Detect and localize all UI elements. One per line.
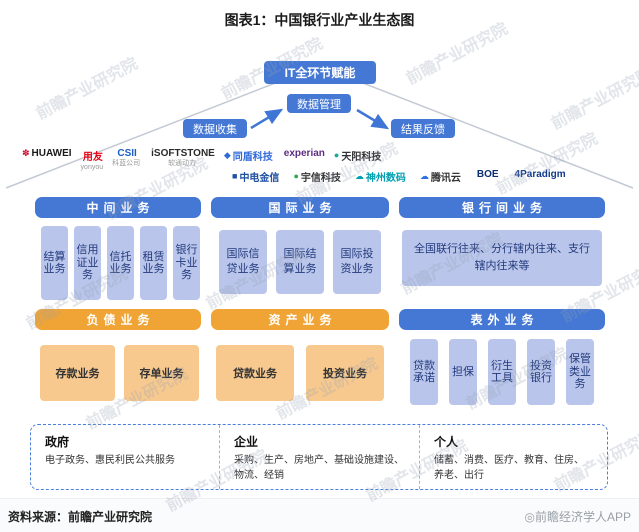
box-loan-commitment: 贷款承诺 <box>410 339 438 405</box>
vendor-label: 同盾科技 <box>232 152 273 163</box>
vendor-logo-digitalchina: ☁神州数码 <box>354 169 406 185</box>
source-note: 资料来源：前瞻产业研究院 <box>8 510 153 524</box>
zhongdianjinxin-icon: ■ <box>232 171 238 181</box>
data-collect-box: 数据收集 <box>183 119 247 138</box>
vendor-logo-huawei: ✽HUAWEI <box>22 148 72 159</box>
tongdun-shield-icon: ◆ <box>223 150 231 160</box>
section-header-liability: 负债业务 <box>35 309 201 330</box>
box-intl-settlement: 国际结算业务 <box>276 230 324 294</box>
data-manage-box: 数据管理 <box>287 94 351 113</box>
box-investment-banking: 投资银行 <box>527 339 555 405</box>
box-certificate-deposit: 存单业务 <box>124 345 199 401</box>
customers-box: 政府 电子政务、惠民利民公共服务 企业 采购、生产、房地产、基础设施建设、物流、… <box>30 424 608 490</box>
box-settlement: 结算业务 <box>41 226 68 300</box>
box-guarantee: 担保 <box>449 339 477 405</box>
box-investment: 投资业务 <box>306 345 384 401</box>
vendor-logos-row2: ■中电金信 ●宇信科技 ☁神州数码 ☁腾讯云 BOE 4Paradigm <box>232 169 566 184</box>
vendor-label: 宇信科技 <box>300 173 341 184</box>
vendor-logo-4paradigm: 4Paradigm <box>513 169 566 180</box>
vendor-logos-row1: ✽HUAWEI 用友 yonyou CSII 科蓝公司 iSOFTSTONE 软… <box>22 148 381 172</box>
box-letter-of-credit: 信用证业务 <box>74 226 101 300</box>
customer-title: 政府 <box>45 435 70 449</box>
box-deposit: 存款业务 <box>40 345 115 401</box>
box-intl-credit: 国际信贷业务 <box>219 230 267 294</box>
vendor-label: 天阳科技 <box>341 152 382 163</box>
vendor-label: CSII <box>117 148 137 159</box>
tianyang-circle-icon: ● <box>333 150 340 160</box>
section-header-off-balance: 表外业务 <box>399 309 605 330</box>
vendor-sublabel: 软通动力 <box>167 160 196 167</box>
credit-note: ◎前瞻经济学人APP <box>524 510 631 524</box>
customer-title: 企业 <box>234 435 259 449</box>
box-leasing: 租赁业务 <box>140 226 167 300</box>
vendor-label: iSOFTSTONE <box>151 148 215 159</box>
it-empower-box: IT全环节赋能 <box>264 61 376 84</box>
box-trust: 信托业务 <box>107 226 134 300</box>
customer-desc: 采购、生产、房地产、基础设施建设、物流、经销 <box>234 455 404 481</box>
customer-desc: 电子政务、惠民利民公共服务 <box>45 455 175 466</box>
customer-individual: 个人 储蓄、消费、医疗、教育、住房、养老、出行 <box>419 425 607 489</box>
vendor-sublabel: yonyou <box>80 164 104 171</box>
customer-title: 个人 <box>434 435 459 449</box>
vendor-label: 神州数码 <box>365 173 406 184</box>
vendor-label: 中电金信 <box>239 173 280 184</box>
vendor-logo-experian: experian <box>282 148 325 159</box>
vendor-logo-tongdun: ◆同盾科技 <box>223 148 273 164</box>
box-loan: 贷款业务 <box>216 345 294 401</box>
section-header-intermediate: 中间业务 <box>35 197 201 218</box>
section-header-asset: 资产业务 <box>211 309 389 330</box>
digitalchina-cloud-icon: ☁ <box>354 171 364 181</box>
vendor-logo-isoftstone: iSOFTSTONE 软通动力 <box>149 148 215 168</box>
section-header-interbank: 银行间业务 <box>399 197 605 218</box>
box-custody: 保管类业务 <box>566 339 594 405</box>
vendor-logo-yonyou: 用友 yonyou <box>81 148 104 172</box>
vendor-label: 4Paradigm <box>514 169 566 180</box>
vendor-logo-tianyang: ●天阳科技 <box>333 148 382 164</box>
box-derivatives: 衍生工具 <box>488 339 516 405</box>
vendor-label: BOE <box>476 169 499 180</box>
vendor-sublabel: 科蓝公司 <box>112 160 141 167</box>
vendor-label: HUAWEI <box>31 148 72 159</box>
box-bank-card: 银行卡业务 <box>173 226 200 300</box>
vendor-logo-yuxin: ●宇信科技 <box>293 169 341 185</box>
huawei-flower-icon: ✽ <box>22 148 30 158</box>
vendor-label: 腾讯云 <box>430 173 461 184</box>
roof-triangle-and-arrows <box>5 65 634 189</box>
customer-enterprise: 企业 采购、生产、房地产、基础设施建设、物流、经销 <box>219 425 419 489</box>
footer-band <box>0 498 639 532</box>
vendor-label: experian <box>283 148 325 159</box>
customer-government: 政府 电子政务、惠民利民公共服务 <box>31 425 219 489</box>
box-interbank-detail: 全国联行往来、分行辖内往来、支行辖内往来等 <box>402 230 602 286</box>
yuxin-circle-icon: ● <box>293 171 299 181</box>
section-header-international: 国际业务 <box>211 197 389 218</box>
vendor-label: 用友 <box>82 152 103 163</box>
vendor-logo-csii: CSII 科蓝公司 <box>112 148 140 168</box>
vendor-logo-tencentcloud: ☁腾讯云 <box>419 169 461 185</box>
customer-desc: 储蓄、消费、医疗、教育、住房、养老、出行 <box>434 455 584 481</box>
page-title: 图表1：中国银行业产业生态图 <box>224 12 415 28</box>
vendor-logo-zhongdianjinxin: ■中电金信 <box>232 169 280 185</box>
vendor-logo-boe: BOE <box>475 169 499 180</box>
result-feedback-box: 结果反馈 <box>391 119 455 138</box>
tencentcloud-cloud-icon: ☁ <box>419 171 429 181</box>
box-intl-investment: 国际投资业务 <box>333 230 381 294</box>
